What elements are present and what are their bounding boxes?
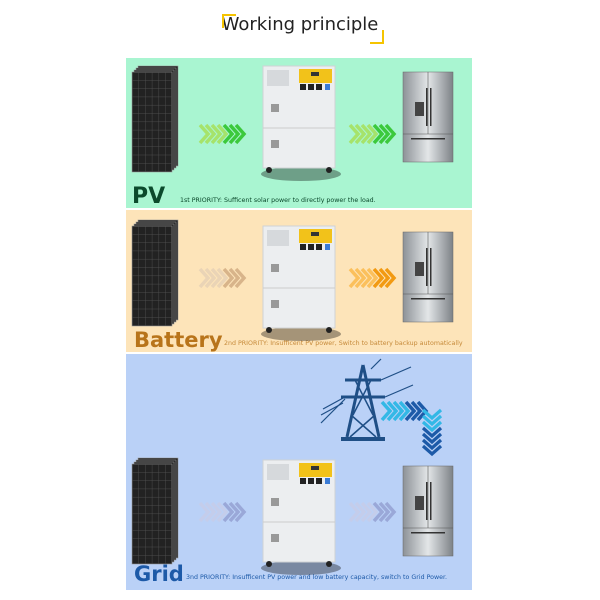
pv-description: 1st PRIORITY: Sufficent solar power to d… <box>180 197 376 204</box>
arrow-right-icon <box>198 267 247 289</box>
solar-generator-icon <box>261 65 341 181</box>
arrow-down-icon <box>421 408 443 457</box>
solar-generator-icon <box>261 225 341 341</box>
refrigerator-icon <box>402 465 454 557</box>
page-title: Working principle <box>221 14 379 35</box>
battery-description: 2nd PRIORITY: Insufficent PV power, Swit… <box>224 340 463 347</box>
pv-label: PV <box>132 184 166 209</box>
solar-generator-icon <box>261 459 341 575</box>
arrow-right-icon <box>348 267 397 289</box>
arrow-right-icon <box>198 501 247 523</box>
arrow-right-icon <box>380 400 429 422</box>
grid-description: 3nd PRIORITY: Insufficent PV power and l… <box>186 574 448 581</box>
arrow-right-icon <box>198 123 247 145</box>
solar-panel-icon <box>131 65 179 173</box>
arrow-right-icon <box>348 123 397 145</box>
power-tower-icon <box>320 358 414 441</box>
solar-panel-icon <box>131 219 179 327</box>
arrow-right-icon <box>348 501 397 523</box>
refrigerator-icon <box>402 71 454 163</box>
solar-panel-icon <box>131 457 179 565</box>
title-bracket-left <box>222 14 236 28</box>
refrigerator-icon <box>402 231 454 323</box>
grid-label: Grid <box>134 562 184 586</box>
battery-label: Battery <box>134 328 223 352</box>
title-bracket-right <box>370 30 384 44</box>
